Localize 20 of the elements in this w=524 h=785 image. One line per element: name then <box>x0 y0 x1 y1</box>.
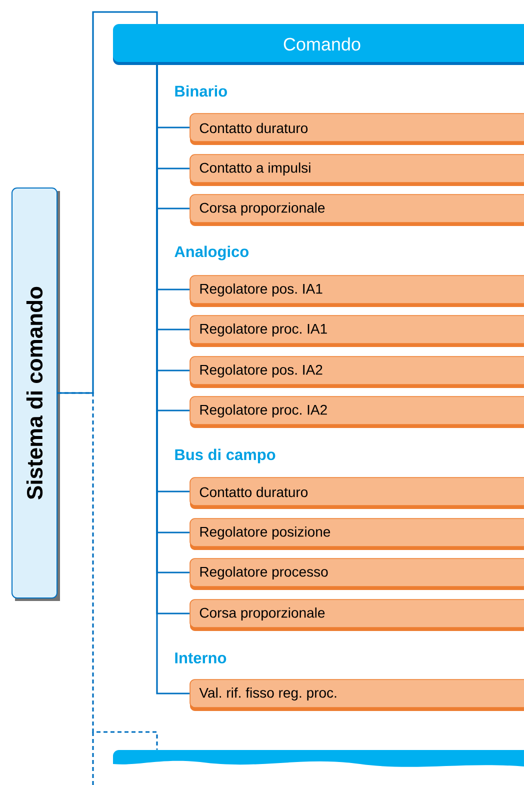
item-box: Regolatore posizione <box>190 518 524 550</box>
item-box: Val. rif. fisso reg. proc. <box>190 679 524 711</box>
item-box: Regolatore pos. IA1 <box>190 275 524 307</box>
category-heading: Bus di campo <box>175 448 276 464</box>
item-box: Contatto duraturo <box>190 113 524 145</box>
item-box: Regolatore proc. IA2 <box>190 396 524 428</box>
header-bar: Comando <box>113 24 524 65</box>
item-box: Regolatore proc. IA1 <box>190 315 524 347</box>
vertical-title-box: Sistema di comando <box>12 188 60 601</box>
item-box: Corsa proporzionale <box>190 194 524 226</box>
torn-header-bar <box>113 750 524 768</box>
connector-line <box>58 392 158 750</box>
item-box: Regolatore pos. IA2 <box>190 356 524 388</box>
category-heading: Binario <box>175 85 227 97</box>
item-box: Corsa proporzionale <box>190 599 524 631</box>
category-heading: Analogico <box>174 246 249 260</box>
item-box: Contatto a impulsi <box>190 154 524 186</box>
category-heading: Interno <box>175 652 226 664</box>
item-box: Contatto duraturo <box>190 477 524 509</box>
item-box: Regolatore processo <box>190 558 524 590</box>
